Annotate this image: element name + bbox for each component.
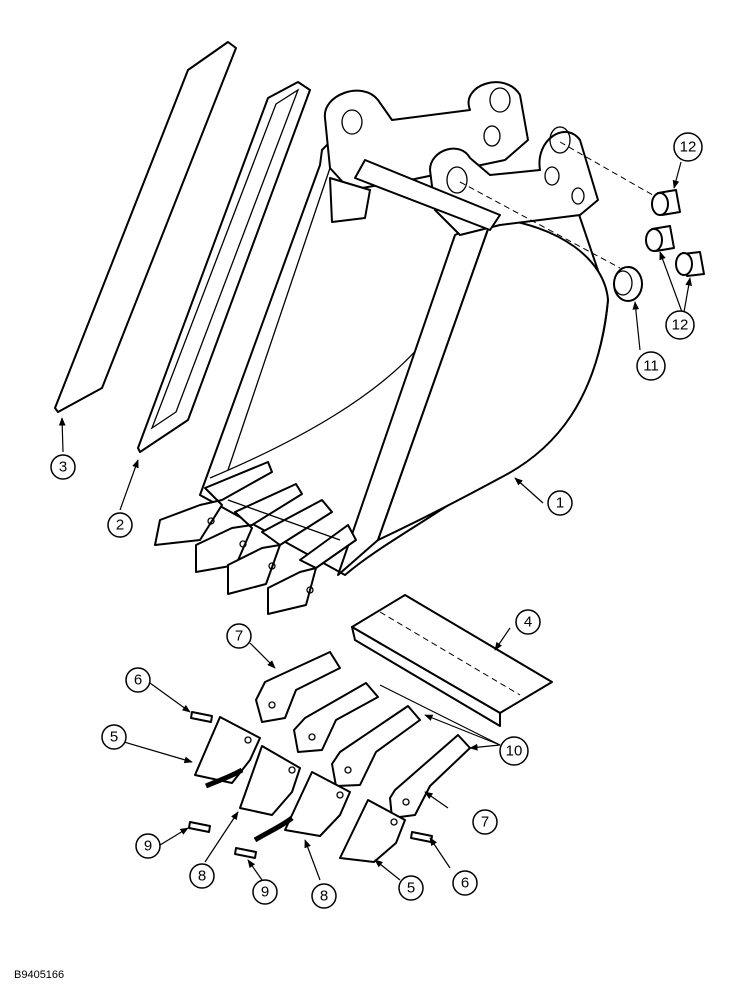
callout-9-left: 9 bbox=[135, 833, 161, 859]
callout-6-right: 6 bbox=[452, 870, 478, 896]
bushing-12a bbox=[651, 189, 681, 216]
svg-text:12: 12 bbox=[680, 139, 697, 156]
svg-text:5: 5 bbox=[407, 880, 415, 897]
bushing-12c bbox=[675, 251, 705, 277]
callout-6-left: 6 bbox=[125, 667, 151, 693]
callout-12-bottom: 12 bbox=[665, 310, 695, 340]
side-wear-strip-3 bbox=[54, 41, 237, 413]
svg-text:8: 8 bbox=[320, 888, 328, 905]
svg-text:6: 6 bbox=[461, 875, 469, 892]
callout-10: 10 bbox=[499, 736, 529, 766]
callout-1: 1 bbox=[547, 490, 573, 516]
svg-text:2: 2 bbox=[116, 517, 124, 534]
callout-5-left: 5 bbox=[101, 724, 127, 750]
svg-text:9: 9 bbox=[261, 884, 269, 901]
teeth bbox=[194, 716, 406, 863]
callout-11: 11 bbox=[636, 351, 666, 381]
callout-5-right: 5 bbox=[398, 875, 424, 901]
callout-4: 4 bbox=[515, 609, 541, 635]
svg-text:11: 11 bbox=[643, 358, 659, 375]
callout-3: 3 bbox=[50, 454, 76, 480]
svg-text:12: 12 bbox=[672, 317, 689, 334]
callout-8-left: 8 bbox=[189, 863, 215, 889]
callout-7-right: 7 bbox=[472, 809, 498, 835]
bucket-body-1 bbox=[154, 81, 609, 615]
callout-12-top: 12 bbox=[673, 132, 703, 162]
bushing-11 bbox=[613, 266, 643, 302]
svg-text:1: 1 bbox=[556, 495, 564, 512]
svg-text:4: 4 bbox=[524, 614, 532, 631]
installed-teeth bbox=[154, 461, 357, 615]
callout-7-top: 7 bbox=[226, 623, 252, 649]
cutting-edge-4 bbox=[351, 594, 553, 727]
svg-text:3: 3 bbox=[59, 459, 67, 476]
callout-8-right: 8 bbox=[311, 883, 337, 909]
svg-text:9: 9 bbox=[144, 838, 152, 855]
bushing-12b bbox=[645, 225, 675, 252]
adapters bbox=[255, 651, 471, 819]
side-cutter-plate-2 bbox=[137, 81, 311, 453]
callout-9-right: 9 bbox=[252, 879, 278, 905]
svg-text:8: 8 bbox=[198, 868, 206, 885]
svg-text:6: 6 bbox=[134, 672, 142, 689]
svg-text:10: 10 bbox=[506, 743, 523, 760]
leader-lines bbox=[58, 161, 692, 881]
svg-text:7: 7 bbox=[481, 814, 489, 831]
callout-2: 2 bbox=[107, 512, 133, 538]
figure-id: B9405166 bbox=[14, 969, 64, 981]
svg-text:5: 5 bbox=[110, 729, 118, 746]
svg-text:7: 7 bbox=[235, 628, 243, 645]
lock-curves bbox=[205, 767, 294, 843]
